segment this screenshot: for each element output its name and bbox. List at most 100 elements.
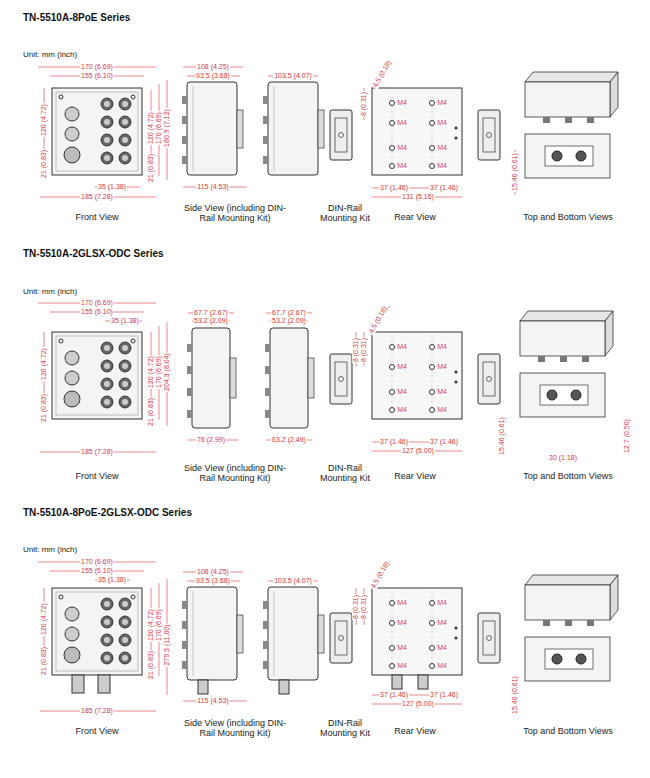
dimension-label: 67.7 (2.67)	[271, 309, 307, 317]
dimension-label: 170 (6.69)	[80, 63, 114, 71]
dimension-label: 8 (0.31)	[352, 594, 360, 620]
hole-label: M4	[396, 162, 408, 170]
hole-label: M4	[396, 144, 408, 152]
hole-label: M4	[396, 363, 408, 371]
dimension-label: 93.5 (3.68)	[195, 72, 231, 80]
hole-label: M4	[436, 343, 448, 351]
dimension-label: 120 (4.72)	[40, 103, 48, 137]
dimension-label: 170 (6.69)	[155, 608, 163, 642]
dimension-label: 67.7 (2.67)	[193, 309, 229, 317]
view-caption: Rear View	[393, 213, 436, 223]
dimension-label: 185 (7.28)	[80, 193, 114, 201]
dimension-label: 155 (6.10)	[80, 567, 114, 575]
dimension-label: 185 (7.28)	[80, 448, 114, 456]
dimension-label: 12.7 (0.50)	[623, 418, 631, 454]
dimension-label: 120 (4.72)	[40, 602, 48, 636]
dimension-label: 108 (4.25)	[196, 63, 230, 71]
hole-label: M4	[396, 662, 408, 670]
hole-label: M4	[436, 619, 448, 627]
dimension-label: 103.5 (4.07)	[273, 72, 313, 80]
dimension-label: 115 (4.53)	[196, 183, 229, 191]
dimension-label: 8 (0.31)	[360, 594, 368, 620]
dimension-label: 37 (1.46)	[429, 438, 459, 446]
view-caption: Front View	[75, 213, 120, 223]
series-title: TN-5510A-8PoE-2GLSX-ODC Series	[22, 507, 193, 518]
dimension-label: 53.2 (2.09)	[193, 317, 229, 325]
dimension-label: 15.46 (0.61)	[511, 675, 519, 715]
dimension-label: 21 (0.83)	[40, 393, 48, 423]
hole-label: M4	[396, 644, 408, 652]
view-caption: Rear View	[393, 727, 436, 737]
dimension-label: 120 (4.72)	[147, 355, 155, 389]
unit-note: Unit: mm (inch)	[22, 51, 78, 60]
dimension-label: 155 (6.10)	[80, 308, 114, 316]
unit-note: Unit: mm (inch)	[22, 288, 78, 297]
hole-label: M4	[436, 119, 448, 127]
hole-label: M4	[396, 119, 408, 127]
dimension-label: 170 (6.69)	[155, 111, 163, 145]
dimension-label: 120 (4.72)	[147, 608, 155, 642]
dimension-label: 35 (1.38)	[97, 576, 127, 584]
dimension-label: 93.5 (3.68)	[195, 577, 231, 585]
dimension-label: 37 (1.46)	[429, 184, 459, 192]
view-caption: DIN-Rail Mounting Kit	[313, 204, 377, 224]
dimension-label: 279.3 (11.00)	[163, 623, 171, 666]
hole-label: M4	[436, 406, 448, 414]
dimension-label: 4.5 (0.18)	[369, 559, 392, 591]
view-caption: Side View (including DIN-Rail Mounting K…	[178, 464, 292, 484]
dimension-label: 21 (0.83)	[147, 153, 155, 183]
dimension-label: 180.9 (7.12)	[163, 108, 171, 148]
dimension-label: 15.46 (0.61)	[498, 416, 506, 456]
dimension-label: 108 (4.25)	[196, 568, 230, 576]
view-caption: Side View (including DIN-Rail Mounting K…	[178, 204, 292, 224]
hole-label: M4	[436, 162, 448, 170]
view-caption: Rear View	[393, 472, 436, 482]
view-caption: Top and Bottom Views	[522, 727, 613, 737]
dimension-label: 170 (6.69)	[155, 355, 163, 389]
series-three	[38, 561, 618, 711]
hole-label: M4	[436, 99, 448, 107]
hole-label: M4	[396, 599, 408, 607]
hole-label: M4	[396, 619, 408, 627]
dimension-label: 4.5 (0.18)	[371, 58, 394, 90]
dimension-label: 4.5 (0.18)	[367, 304, 390, 336]
view-caption: Side View (including DIN-Rail Mounting K…	[178, 719, 292, 739]
hole-label: M4	[396, 388, 408, 396]
view-caption: Front View	[75, 727, 120, 737]
dimension-label: 131 (5.16)	[401, 193, 435, 201]
hole-label: M4	[396, 406, 408, 414]
dimension-label: 115 (4.53)	[196, 697, 229, 705]
unit-note: Unit: mm (inch)	[22, 546, 78, 555]
view-caption: DIN-Rail Mounting Kit	[313, 719, 377, 739]
hole-label: M4	[396, 343, 408, 351]
dimension-label: 21 (0.83)	[147, 650, 155, 680]
series-title: TN-5510A-8PoE Series	[22, 12, 131, 23]
dimension-label: 204.3 (8.04)	[163, 352, 171, 392]
dimension-label: 37 (1.46)	[429, 691, 459, 699]
dimension-label: 21 (0.83)	[40, 149, 48, 179]
hole-label: M4	[436, 644, 448, 652]
dimension-label: 185 (7.28)	[80, 707, 114, 715]
dimension-label: 35 (1.38)	[97, 183, 127, 191]
dimension-label: 120 (4.72)	[40, 347, 48, 381]
series-title: TN-5510A-2GLSX-ODC Series	[22, 248, 165, 259]
dimension-label: 127 (5.00)	[401, 447, 435, 455]
dimension-label: 170 (6.69)	[80, 558, 114, 566]
dimension-label: 103.5 (4.07)	[273, 577, 313, 585]
dimension-label: 21 (0.83)	[147, 397, 155, 427]
dimension-label: 35 (1.38)	[110, 317, 140, 325]
dimension-label: 155 (6.10)	[80, 72, 114, 80]
dimension-label: 76 (2.99)	[196, 436, 226, 444]
dimension-label: 8 (0.31)	[360, 337, 368, 363]
hole-label: M4	[396, 99, 408, 107]
dimension-label: 8 (0.31)	[352, 337, 360, 363]
dimension-label: 120 (4.72)	[147, 111, 155, 145]
dimension-label: 21 (0.83)	[40, 646, 48, 676]
view-caption: DIN-Rail Mounting Kit	[313, 464, 377, 484]
dimension-label: 15.46 (0.61)	[511, 152, 519, 192]
hole-label: M4	[436, 599, 448, 607]
hole-label: M4	[436, 388, 448, 396]
dimension-label: 127 (5.00)	[401, 700, 435, 708]
